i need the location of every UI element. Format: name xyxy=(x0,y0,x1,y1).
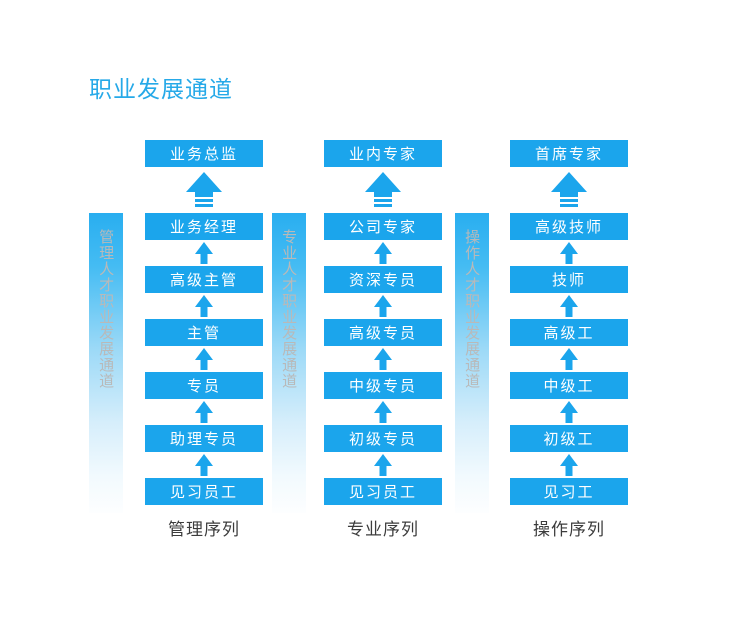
node-management-5[interactable]: 助理专员 xyxy=(145,425,263,452)
promotion-arrow-icon xyxy=(145,347,263,371)
rail-label-professional: 专业人才职业发展通道 xyxy=(280,229,299,389)
career-rail-operation: 操作人才职业发展通道 xyxy=(455,213,489,513)
node-operation-3[interactable]: 高级工 xyxy=(510,319,628,346)
node-professional-3[interactable]: 高级专员 xyxy=(324,319,442,346)
node-professional-6[interactable]: 见习员工 xyxy=(324,478,442,505)
column-footer-management: 管理序列 xyxy=(168,520,240,540)
promotion-arrow-icon xyxy=(145,241,263,265)
ladder-step: 中级专员 xyxy=(324,372,442,425)
promotion-arrow-icon xyxy=(510,294,628,318)
node-operation-1[interactable]: 高级技师 xyxy=(510,213,628,240)
ladder-step: 主管 xyxy=(145,319,263,372)
promotion-arrow-large-professional xyxy=(324,170,442,210)
promotion-arrow-icon xyxy=(324,241,442,265)
ladder-step: 资深专员 xyxy=(324,266,442,319)
career-rail-management: 管理人才职业发展通道 xyxy=(89,213,123,513)
ladder-step: 高级专员 xyxy=(324,319,442,372)
promotion-arrow-icon xyxy=(145,294,263,318)
node-professional-4[interactable]: 中级专员 xyxy=(324,372,442,399)
ladder-step: 专员 xyxy=(145,372,263,425)
ladder-operation: 高级技师 技师 高级工 xyxy=(510,213,628,531)
node-operation-4[interactable]: 中级工 xyxy=(510,372,628,399)
page-title: 职业发展通道 xyxy=(89,77,233,103)
promotion-arrow-icon xyxy=(324,400,442,424)
ladder-professional: 公司专家 资深专员 高级专员 xyxy=(324,213,442,531)
ladder-step: 高级技师 xyxy=(510,213,628,266)
top-node-operation[interactable]: 首席专家 xyxy=(510,140,628,167)
node-management-3[interactable]: 主管 xyxy=(145,319,263,346)
node-management-4[interactable]: 专员 xyxy=(145,372,263,399)
ladder-step: 业务经理 xyxy=(145,213,263,266)
ladder-step: 见习员工 xyxy=(145,478,263,531)
ladder-step: 助理专员 xyxy=(145,425,263,478)
ladder-step: 初级工 xyxy=(510,425,628,478)
ladder-management: 业务经理 高级主管 主管 xyxy=(145,213,263,531)
top-node-professional[interactable]: 业内专家 xyxy=(324,140,442,167)
promotion-arrow-icon xyxy=(324,347,442,371)
promotion-arrow-icon xyxy=(510,347,628,371)
node-operation-5[interactable]: 初级工 xyxy=(510,425,628,452)
column-footer-operation: 操作序列 xyxy=(533,520,605,540)
ladder-step: 初级专员 xyxy=(324,425,442,478)
promotion-arrow-icon xyxy=(145,453,263,477)
ladder-step: 高级主管 xyxy=(145,266,263,319)
career-rail-professional: 专业人才职业发展通道 xyxy=(272,213,306,513)
ladder-step: 高级工 xyxy=(510,319,628,372)
promotion-arrow-large-operation xyxy=(510,170,628,210)
ladder-step: 见习员工 xyxy=(324,478,442,531)
promotion-arrow-icon xyxy=(324,294,442,318)
node-operation-2[interactable]: 技师 xyxy=(510,266,628,293)
promotion-arrow-icon xyxy=(510,453,628,477)
ladder-step: 公司专家 xyxy=(324,213,442,266)
top-node-management[interactable]: 业务总监 xyxy=(145,140,263,167)
rail-label-operation: 操作人才职业发展通道 xyxy=(463,229,482,389)
promotion-arrow-icon xyxy=(324,453,442,477)
promotion-arrow-icon xyxy=(510,241,628,265)
node-professional-1[interactable]: 公司专家 xyxy=(324,213,442,240)
column-footer-professional: 专业序列 xyxy=(347,520,419,540)
ladder-step: 中级工 xyxy=(510,372,628,425)
node-management-6[interactable]: 见习员工 xyxy=(145,478,263,505)
promotion-arrow-icon xyxy=(510,400,628,424)
promotion-arrow-icon xyxy=(145,400,263,424)
ladder-step: 见习工 xyxy=(510,478,628,531)
promotion-arrow-large-management xyxy=(145,170,263,210)
rail-label-management: 管理人才职业发展通道 xyxy=(97,229,116,389)
ladder-step: 技师 xyxy=(510,266,628,319)
node-professional-2[interactable]: 资深专员 xyxy=(324,266,442,293)
node-professional-5[interactable]: 初级专员 xyxy=(324,425,442,452)
node-management-1[interactable]: 业务经理 xyxy=(145,213,263,240)
node-management-2[interactable]: 高级主管 xyxy=(145,266,263,293)
node-operation-6[interactable]: 见习工 xyxy=(510,478,628,505)
